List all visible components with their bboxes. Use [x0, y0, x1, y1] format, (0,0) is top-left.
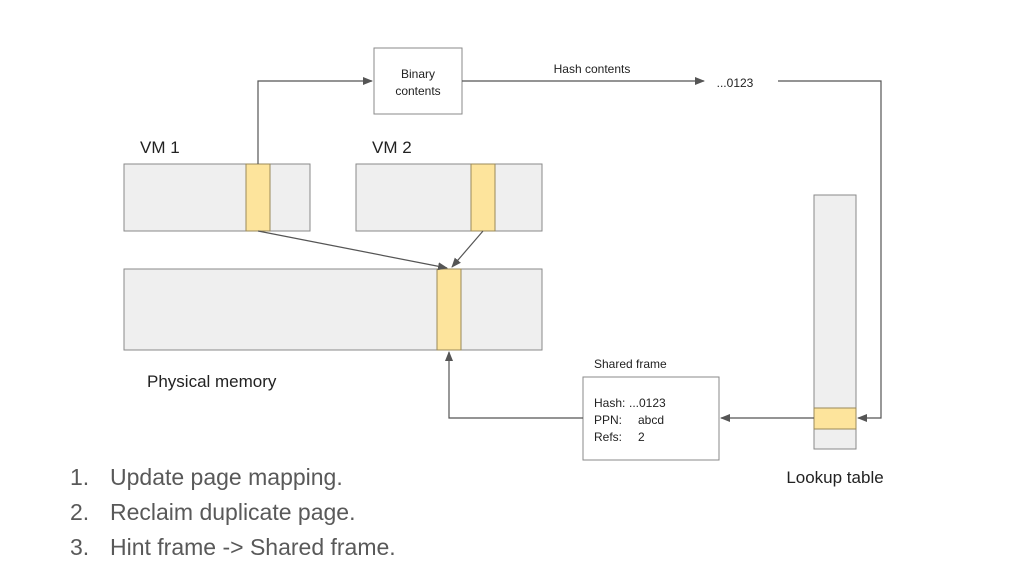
step-text: Reclaim duplicate page. [110, 499, 356, 525]
shared-frame-refs-value: 2 [638, 430, 645, 444]
arrow-vm2-page-to-physical [451, 230, 484, 268]
arrow-vm1-page-to-physical [257, 230, 448, 271]
vm1-label: VM 1 [140, 138, 180, 157]
step-item: 3. Hint frame -> Shared frame. [70, 530, 396, 565]
shared-frame-hash-value: ...0123 [629, 396, 666, 410]
lookup-table-entry [813, 407, 857, 430]
shared-frame-title: Shared frame [594, 357, 667, 371]
step-number: 1. [70, 464, 90, 490]
hash-value-label: ...0123 [717, 76, 754, 90]
vm2-page [470, 163, 496, 232]
shared-frame-ppn-key: PPN: [594, 413, 622, 427]
arrow-hash-to-lookup [778, 80, 882, 422]
physical-memory-label: Physical memory [147, 372, 277, 391]
hash-contents-label: Hash contents [554, 62, 631, 76]
lookup-table [813, 194, 857, 450]
binary-contents-line1: Binary [401, 67, 435, 81]
step-number: 2. [70, 499, 90, 525]
shared-frame-ppn-value: abcd [638, 413, 664, 427]
step-number: 3. [70, 534, 90, 560]
binary-contents-line2: contents [395, 84, 440, 98]
vm1-page [245, 163, 271, 232]
step-item: 1. Update page mapping. [70, 460, 396, 495]
vm2-memory-block [355, 163, 543, 232]
step-text: Hint frame -> Shared frame. [110, 534, 396, 560]
step-item: 2. Reclaim duplicate page. [70, 495, 396, 530]
shared-frame-hash-key: Hash: [594, 396, 625, 410]
arrow-shared-frame-to-physical [445, 351, 583, 419]
arrow-vm1-to-binary [257, 77, 373, 164]
physical-shared-page [436, 268, 462, 351]
step-text: Update page mapping. [110, 464, 343, 490]
shared-frame-box [582, 376, 720, 461]
physical-memory-block [123, 268, 543, 351]
lookup-table-label: Lookup table [786, 468, 883, 487]
vm1-memory-block [123, 163, 311, 232]
binary-contents-box [373, 47, 463, 115]
vm2-label: VM 2 [372, 138, 412, 157]
steps-list: 1. Update page mapping. 2. Reclaim duplica… [70, 460, 396, 565]
shared-frame-refs-key: Refs: [594, 430, 622, 444]
